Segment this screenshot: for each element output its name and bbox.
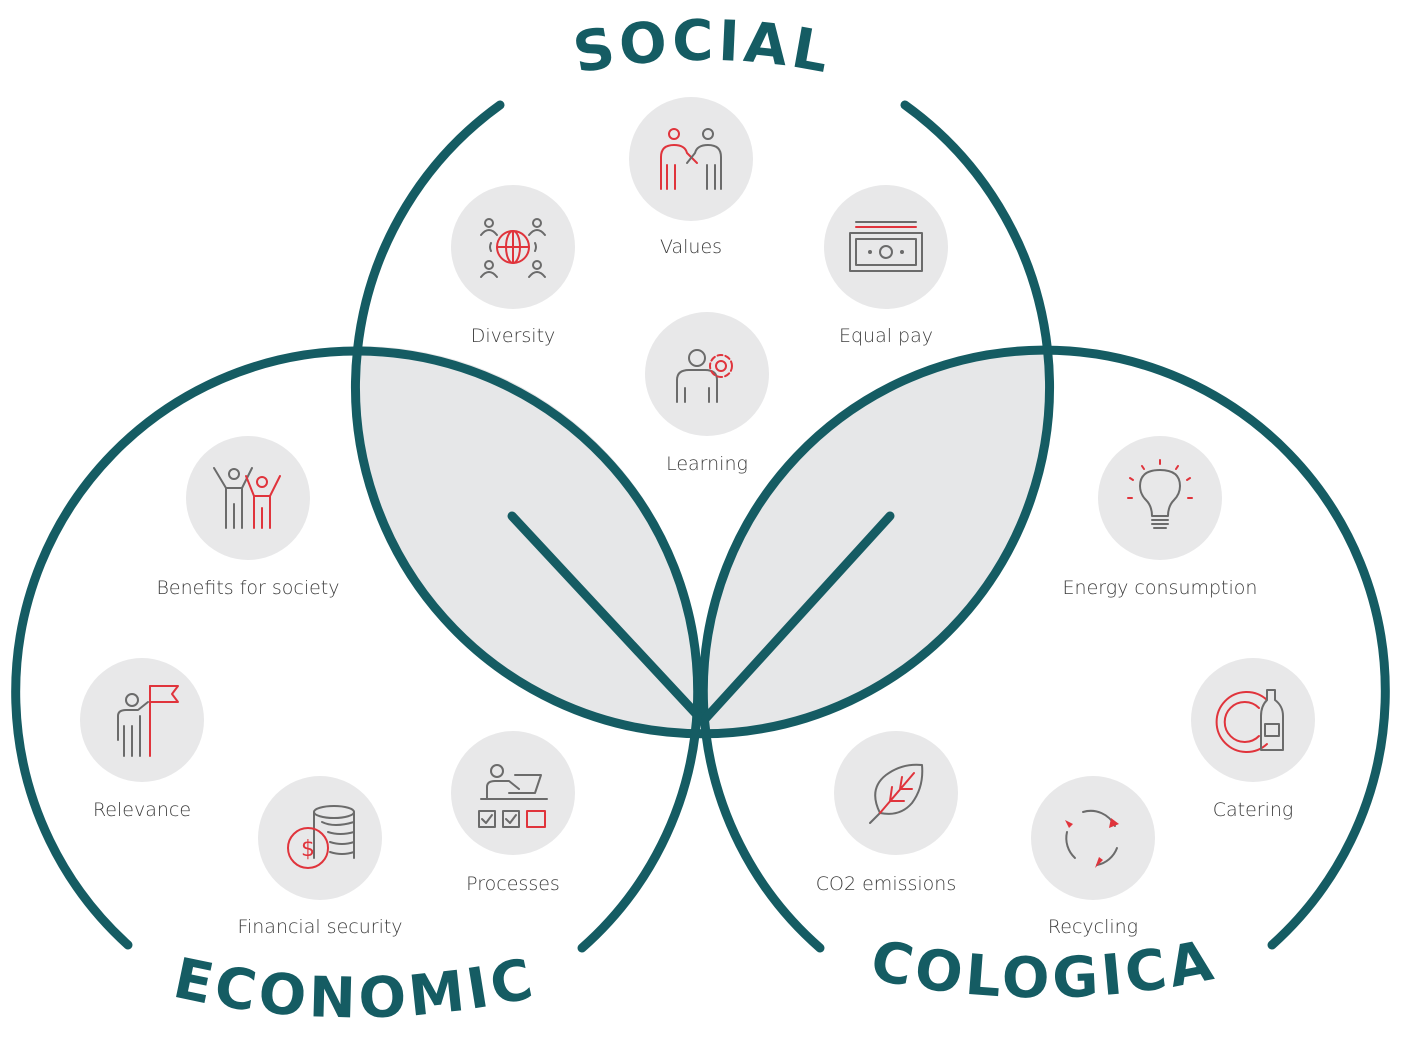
benefits-label: Benefits for society xyxy=(156,577,339,599)
diversity-label: Diversity xyxy=(471,325,556,347)
processes-item: Processes xyxy=(451,731,575,895)
plate-bottle-icon xyxy=(1215,689,1284,753)
energy-item: Energy consumption xyxy=(1063,436,1258,599)
financial-security-item: $ Financial security xyxy=(237,776,403,938)
recycling-item: Recycling xyxy=(1031,776,1155,938)
coins-dollar-icon: $ xyxy=(287,805,355,869)
desk-checklist-icon xyxy=(478,764,548,828)
values-label: Values xyxy=(660,236,722,258)
handshake-people-icon xyxy=(660,128,722,190)
social-title: SOCIAL xyxy=(569,9,838,87)
recycling-label: Recycling xyxy=(1048,916,1138,938)
learning-label: Learning xyxy=(666,453,748,475)
relevance-label: Relevance xyxy=(93,799,191,821)
co2-item: CO2 emissions xyxy=(816,731,958,895)
globe-people-icon xyxy=(480,218,546,278)
leaf-vein-right xyxy=(701,511,895,723)
processes-label: Processes xyxy=(466,873,560,895)
svg-text:$: $ xyxy=(301,837,315,862)
recycle-arrows-icon xyxy=(1065,809,1119,868)
cheering-people-icon xyxy=(213,467,281,529)
catering-label: Catering xyxy=(1213,799,1294,821)
leaf-vein-left xyxy=(507,511,705,723)
catering-item: Catering xyxy=(1191,658,1315,821)
relevance-item: Relevance xyxy=(80,658,204,821)
equal-pay-label: Equal pay xyxy=(839,325,933,347)
banknote-icon xyxy=(849,221,923,272)
diversity-item: Diversity xyxy=(451,185,575,347)
economic-title: ECONOMIC xyxy=(168,946,542,1031)
values-item: Values xyxy=(629,97,753,258)
equal-pay-item: Equal pay xyxy=(824,185,948,347)
financial-security-label: Financial security xyxy=(237,916,402,938)
person-flag-icon xyxy=(117,685,179,757)
person-gear-icon xyxy=(676,349,733,403)
learning-item: Learning xyxy=(645,312,769,475)
leaf-icon xyxy=(869,763,924,824)
light-bulb-icon xyxy=(1127,459,1193,529)
co2-label: CO2 emissions xyxy=(816,873,956,895)
energy-label: Energy consumption xyxy=(1063,577,1258,599)
benefits-item: Benefits for society xyxy=(156,436,340,599)
